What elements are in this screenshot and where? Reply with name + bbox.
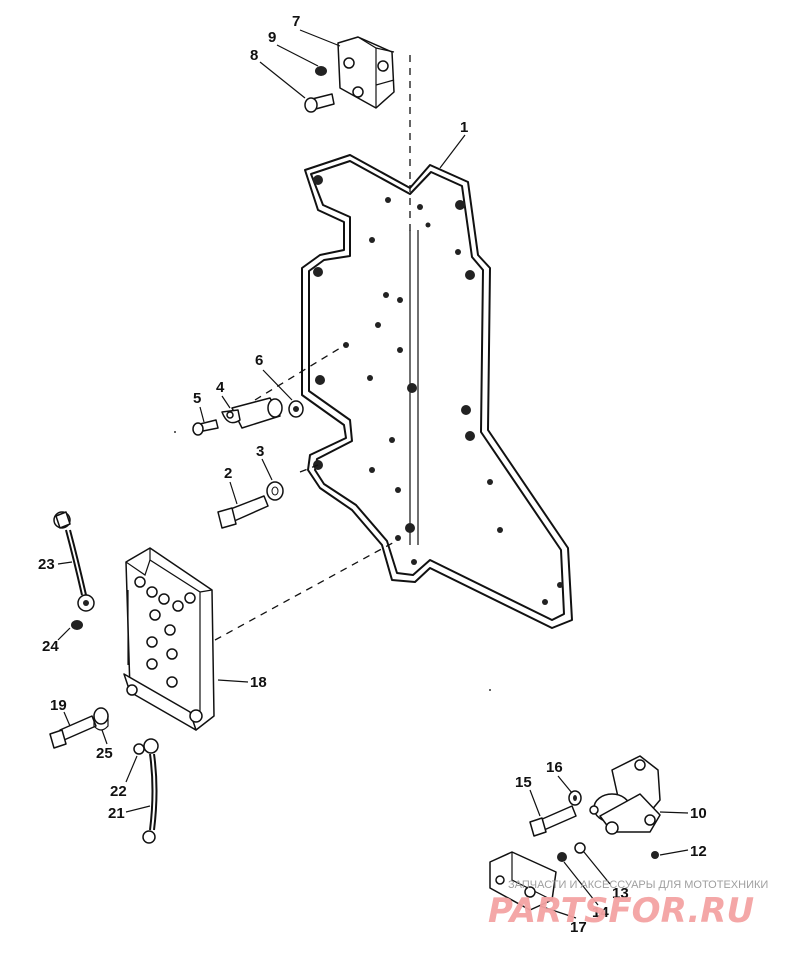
washer-13: [574, 842, 586, 854]
nut-12: [651, 851, 659, 859]
callout-23: 23: [38, 556, 55, 573]
bolt-2: [217, 495, 269, 529]
alignment-line-switchbox: [214, 539, 399, 641]
callout-17: 17: [570, 919, 587, 936]
callout-18: 18: [250, 674, 267, 691]
bolt-15: [529, 805, 577, 837]
callout-24: 24: [42, 638, 59, 655]
bolt-19: [49, 715, 97, 749]
callout-14: 14: [592, 904, 609, 921]
callout-7: 7: [292, 13, 300, 30]
callout-9: 9: [268, 29, 276, 46]
screw-8: [304, 93, 335, 113]
terminal-bracket: [489, 851, 557, 911]
nut-14: [557, 852, 567, 862]
ground-wire-23: [53, 511, 95, 612]
callout-25: 25: [96, 745, 113, 762]
leader-lines: [57, 29, 689, 919]
alignment-line-bolt: [299, 464, 319, 473]
callout-5: 5: [193, 390, 201, 407]
callout-4: 4: [216, 379, 225, 396]
watermark-brand: PARTSFOR.RU: [488, 891, 754, 931]
washer-16: [568, 790, 582, 806]
starter-solenoid: [589, 755, 661, 835]
callout-12: 12: [690, 843, 707, 860]
callout-1: 1: [460, 119, 468, 136]
spacer-25: [93, 707, 109, 731]
callout-10: 10: [690, 805, 707, 822]
nut-22: [133, 743, 145, 755]
callout-13: 13: [612, 885, 629, 902]
callout-2: 2: [224, 465, 232, 482]
callout-labels: 1 7 9 8 6 4 5 3 2 23 24 18 19 25 22 21 1…: [38, 13, 707, 936]
washer-3: [266, 481, 284, 501]
callout-8: 8: [250, 47, 258, 64]
callout-19: 19: [50, 697, 67, 714]
resistor-clamp: [221, 397, 283, 429]
callout-6: 6: [255, 352, 263, 369]
mounting-plate: [301, 154, 573, 629]
nut-6: [288, 400, 304, 418]
terminal-block: [337, 36, 395, 109]
callout-3: 3: [256, 443, 264, 460]
alignment-line-resistor: [254, 344, 346, 401]
callout-16: 16: [546, 759, 563, 776]
watermark-tagline: ЗАПЧАСТИ И АКСЕССУАРЫ ДЛЯ МОТОТЕХНИКИ: [508, 879, 768, 891]
callout-21: 21: [108, 805, 125, 822]
nut-9: [315, 66, 327, 76]
watermark: ЗАПЧАСТИ И АКСЕССУАРЫ ДЛЯ МОТОТЕХНИКИ PA…: [488, 879, 768, 931]
switch-box: [123, 547, 215, 731]
nut-24: [71, 620, 83, 630]
callout-15: 15: [515, 774, 532, 791]
wire-21: [142, 738, 159, 844]
screw-5: [192, 419, 219, 436]
callout-22: 22: [110, 783, 127, 800]
